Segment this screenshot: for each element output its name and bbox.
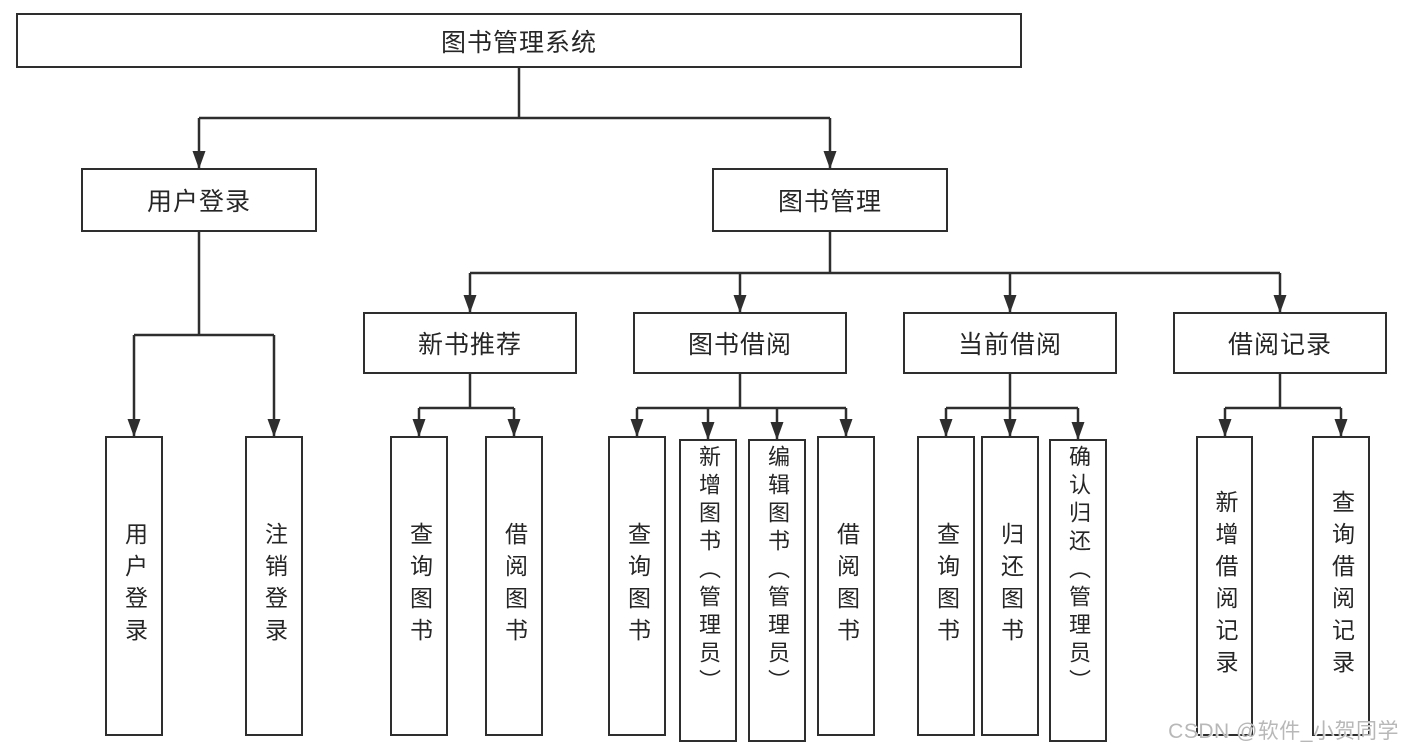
leaf-logout: 注销登录	[245, 436, 303, 736]
leaf-newbook-query-book: 查询图书	[390, 436, 448, 736]
node-book-borrowing: 图书借阅	[633, 312, 847, 374]
leaf-borrowing-add-book-admin: 新增图书（管理员）	[679, 439, 737, 742]
leaf-user-login: 用户登录	[105, 436, 163, 736]
node-book-management: 图书管理	[712, 168, 948, 232]
node-user-login: 用户登录	[81, 168, 317, 232]
leaf-current-confirm-return-admin: 确认归还（管理员）	[1049, 439, 1107, 742]
node-library-management-system: 图书管理系统	[16, 13, 1022, 68]
leaf-records-add-borrow-record: 新增借阅记录	[1196, 436, 1253, 736]
csdn-watermark: CSDN @软件_小贺同学	[1168, 720, 1399, 743]
leaf-current-query-book: 查询图书	[917, 436, 975, 736]
leaf-borrowing-borrow-book: 借阅图书	[817, 436, 875, 736]
node-borrow-records: 借阅记录	[1173, 312, 1387, 374]
node-new-book-recommend: 新书推荐	[363, 312, 577, 374]
node-current-borrowing: 当前借阅	[903, 312, 1117, 374]
leaf-records-query-borrow-record: 查询借阅记录	[1312, 436, 1370, 736]
leaf-borrowing-query-book: 查询图书	[608, 436, 666, 736]
leaf-borrowing-edit-book-admin: 编辑图书（管理员）	[748, 439, 806, 742]
leaf-newbook-borrow-book: 借阅图书	[485, 436, 543, 736]
leaf-current-return-book: 归还图书	[981, 436, 1039, 736]
